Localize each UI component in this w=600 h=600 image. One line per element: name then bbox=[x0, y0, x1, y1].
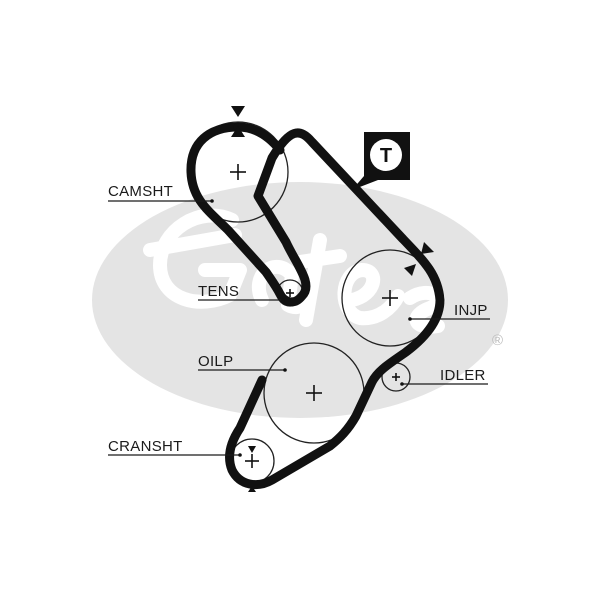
label-injection-pump-text: INJP bbox=[454, 302, 488, 319]
tensioner-center-cross-icon bbox=[286, 289, 294, 297]
label-tensioner-text: TENS bbox=[198, 283, 239, 300]
label-camshaft: CAMSHT bbox=[108, 183, 214, 203]
label-tensioner: TENS bbox=[198, 283, 285, 302]
label-camshaft-text: CAMSHT bbox=[108, 183, 173, 200]
camshaft-center-cross-icon bbox=[230, 164, 246, 180]
label-crankshaft: CRANSHT bbox=[108, 438, 242, 457]
oil-pump-center-cross-icon bbox=[306, 385, 322, 401]
registered-mark: ® bbox=[492, 332, 503, 349]
idler-center-cross-icon bbox=[392, 373, 400, 381]
label-crankshaft-text: CRANSHT bbox=[108, 438, 183, 455]
camshaft-timing-mark-inner-icon bbox=[231, 126, 245, 137]
tensioner-badge: T bbox=[352, 132, 410, 190]
label-oil-pump: OILP bbox=[198, 353, 287, 372]
injection-pump-timing-mark-inner-icon bbox=[404, 264, 416, 276]
timing-marks bbox=[231, 106, 434, 492]
timing-belt-top bbox=[233, 122, 285, 155]
label-idler-text: IDLER bbox=[440, 367, 486, 384]
tensioner-badge-letter: T bbox=[380, 145, 392, 167]
crankshaft-center-cross-icon bbox=[245, 454, 259, 468]
label-oil-pump-text: OILP bbox=[198, 353, 233, 370]
timing-belt bbox=[186, 122, 445, 490]
pulley-centers bbox=[230, 164, 400, 468]
crankshaft-timing-mark-inner-icon bbox=[248, 446, 256, 453]
camshaft-timing-mark-outer-icon bbox=[231, 106, 245, 117]
label-injection-pump: INJP bbox=[408, 302, 490, 321]
crankshaft-timing-mark-outer-icon bbox=[248, 486, 256, 492]
label-idler: IDLER bbox=[400, 367, 488, 386]
injection-pump-center-cross-icon bbox=[382, 290, 398, 306]
injection-pump-timing-mark-outer-icon bbox=[421, 242, 434, 254]
